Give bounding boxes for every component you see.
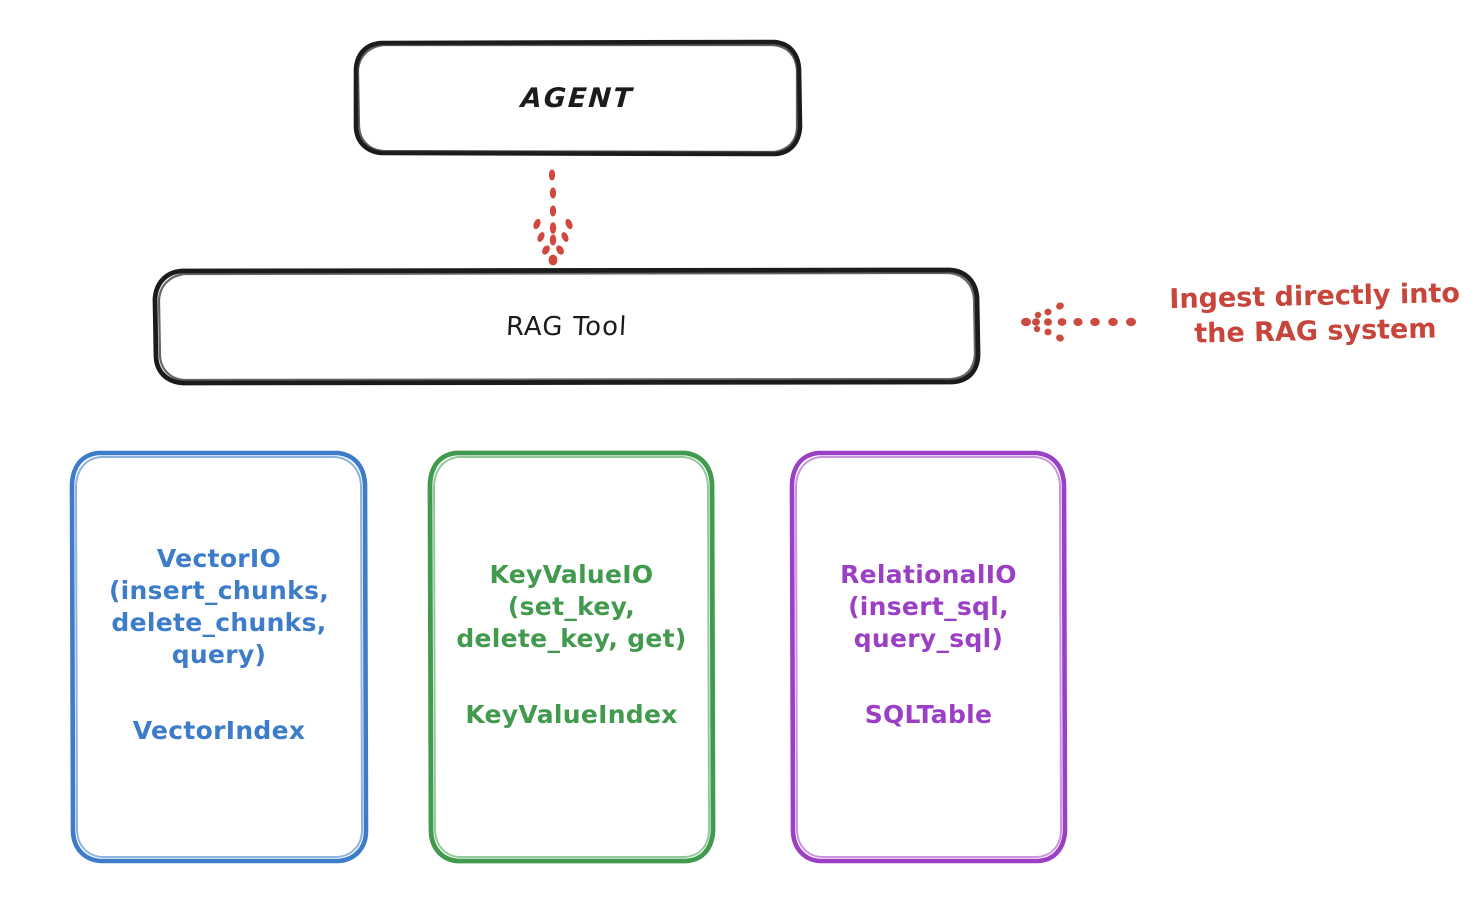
keyvalue-io-api-label: KeyValueIO (set_key, delete_key, get): [456, 560, 687, 653]
vector-io-content: VectorIO (insert_chunks, delete_chunks, …: [86, 543, 352, 747]
agent-box[interactable]: [353, 39, 803, 157]
keyvalue-io-node[interactable]: KeyValueIO (set_key, delete_key, get) Ke…: [430, 452, 713, 862]
relational-io-node[interactable]: RelationalIO (insert_sql, query_sql) SQL…: [792, 452, 1065, 862]
rag-tool-box[interactable]: [152, 267, 981, 386]
ingest-connector-icon: [1021, 302, 1136, 342]
agent-node[interactable]: AGENT: [355, 42, 800, 154]
keyvalue-index-label: KeyValueIndex: [465, 700, 678, 729]
relational-io-api-label: RelationalIO (insert_sql, query_sql): [840, 560, 1017, 653]
rag-tool-node[interactable]: RAG Tool: [155, 270, 979, 383]
agent-to-rag-connector-icon: [533, 169, 573, 266]
keyvalue-io-box[interactable]: [427, 450, 716, 864]
vector-io-box[interactable]: [69, 450, 369, 864]
keyvalue-io-content: KeyValueIO (set_key, delete_key, get) Ke…: [444, 559, 699, 731]
agent-label: AGENT: [520, 82, 635, 114]
sql-table-label: SQLTable: [864, 700, 993, 729]
vector-io-node[interactable]: VectorIO (insert_chunks, delete_chunks, …: [72, 452, 366, 862]
rag-tool-label: RAG Tool: [505, 311, 629, 342]
ingest-annotation-text: Ingest directly into the RAG system: [1169, 277, 1461, 350]
relational-io-box[interactable]: [789, 450, 1068, 864]
relational-io-content: RelationalIO (insert_sql, query_sql) SQL…: [806, 559, 1051, 731]
vector-io-api-label: VectorIO (insert_chunks, delete_chunks, …: [108, 544, 330, 669]
vector-index-label: VectorIndex: [132, 716, 306, 745]
